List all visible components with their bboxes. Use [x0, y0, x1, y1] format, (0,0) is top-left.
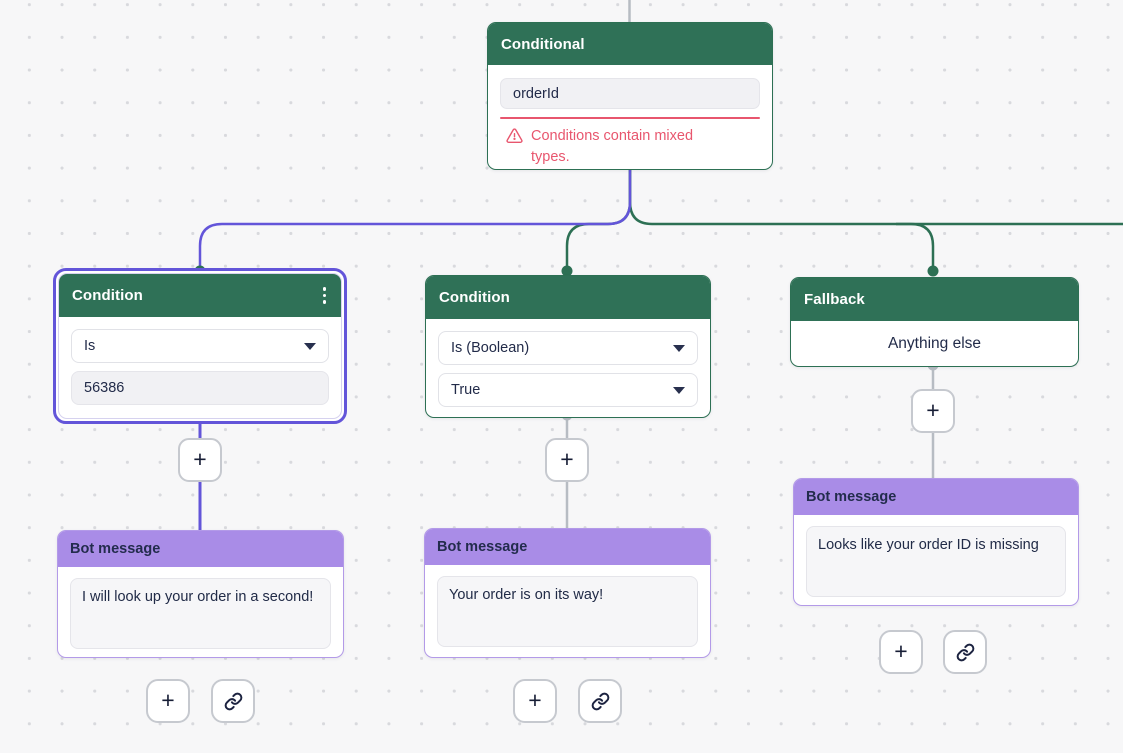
condition-left-value-input[interactable]: [71, 371, 329, 405]
conditional-variable-input[interactable]: [500, 78, 760, 109]
bot-message-left-title: Bot message: [70, 541, 161, 557]
bot-message-left-header: Bot message: [58, 531, 343, 567]
condition-center-value: True: [451, 382, 481, 398]
condition-center-node[interactable]: Condition Is (Boolean) True: [425, 275, 711, 418]
bot-message-center-text[interactable]: Your order is on its way!: [437, 576, 698, 647]
chevron-down-icon: [673, 344, 685, 352]
link-icon: [224, 692, 242, 710]
condition-center-operator-value: Is (Boolean): [451, 340, 530, 356]
conditional-node[interactable]: Conditional Conditions contain mixed typ…: [487, 22, 773, 170]
bot-message-left-node[interactable]: Bot message I will look up your order in…: [57, 530, 344, 658]
condition-left-selection-ring: Condition Is: [53, 268, 347, 424]
condition-left-operator-select[interactable]: Is: [71, 329, 329, 363]
link-block-button-left[interactable]: [211, 679, 255, 723]
edge-to-offscreen-right: [628, 170, 1123, 226]
bot-message-left-text[interactable]: I will look up your order in a second!: [70, 578, 331, 649]
add-step-button-center-branch[interactable]: +: [545, 438, 589, 482]
plus-icon: +: [926, 396, 940, 423]
conditional-warning: Conditions contain mixed types.: [500, 119, 760, 167]
condition-left-operator-value: Is: [84, 338, 96, 354]
add-step-button-left-branch[interactable]: +: [178, 438, 222, 482]
chevron-down-icon: [304, 342, 316, 350]
link-icon: [591, 692, 609, 710]
add-block-button-center[interactable]: +: [513, 679, 557, 723]
link-block-button-fallback[interactable]: [943, 630, 987, 674]
bot-message-center-header: Bot message: [425, 529, 710, 565]
bot-message-right-node[interactable]: Bot message Looks like your order ID is …: [793, 478, 1079, 606]
plus-icon: +: [161, 686, 175, 713]
conditional-node-title: Conditional: [501, 35, 585, 53]
plus-icon: +: [193, 445, 207, 472]
bot-message-right-text[interactable]: Looks like your order ID is missing: [806, 526, 1066, 597]
plus-icon: +: [894, 637, 908, 664]
condition-center-operator-select[interactable]: Is (Boolean): [438, 331, 698, 365]
warning-triangle-icon: [506, 128, 523, 144]
condition-left-node[interactable]: Condition Is: [58, 273, 342, 419]
bot-message-right-title: Bot message: [806, 489, 897, 505]
add-block-button-left[interactable]: +: [146, 679, 190, 723]
kebab-menu-icon[interactable]: [321, 285, 329, 306]
bot-message-center-node[interactable]: Bot message Your order is on its way!: [424, 528, 711, 658]
condition-center-title: Condition: [439, 289, 510, 306]
fallback-body-label: Anything else: [887, 334, 982, 352]
fallback-header: Fallback: [791, 278, 1078, 321]
add-block-button-fallback[interactable]: +: [879, 630, 923, 674]
bot-message-center-title: Bot message: [437, 539, 528, 555]
edge-to-condition-left-selected: [198, 170, 632, 270]
condition-center-header: Condition: [426, 276, 710, 319]
fallback-node[interactable]: Fallback Anything else: [790, 277, 1079, 367]
conditional-warning-text: Conditions contain mixed types.: [531, 128, 694, 165]
input-port-fallback: [927, 265, 939, 277]
condition-left-title: Condition: [72, 287, 143, 304]
plus-icon: +: [528, 686, 542, 713]
condition-left-header: Condition: [59, 274, 341, 317]
bot-message-right-header: Bot message: [794, 479, 1078, 515]
link-icon: [956, 643, 974, 661]
error-underline: [500, 117, 760, 119]
input-port-condition-center: [561, 265, 573, 277]
conditional-node-header: Conditional: [488, 23, 772, 65]
link-block-button-center[interactable]: [578, 679, 622, 723]
condition-center-value-select[interactable]: True: [438, 373, 698, 407]
fallback-title: Fallback: [804, 291, 865, 308]
chevron-down-icon: [673, 386, 685, 394]
add-step-button-fallback-branch[interactable]: +: [911, 389, 955, 433]
plus-icon: +: [560, 445, 574, 472]
edge-to-fallback: [896, 222, 935, 273]
